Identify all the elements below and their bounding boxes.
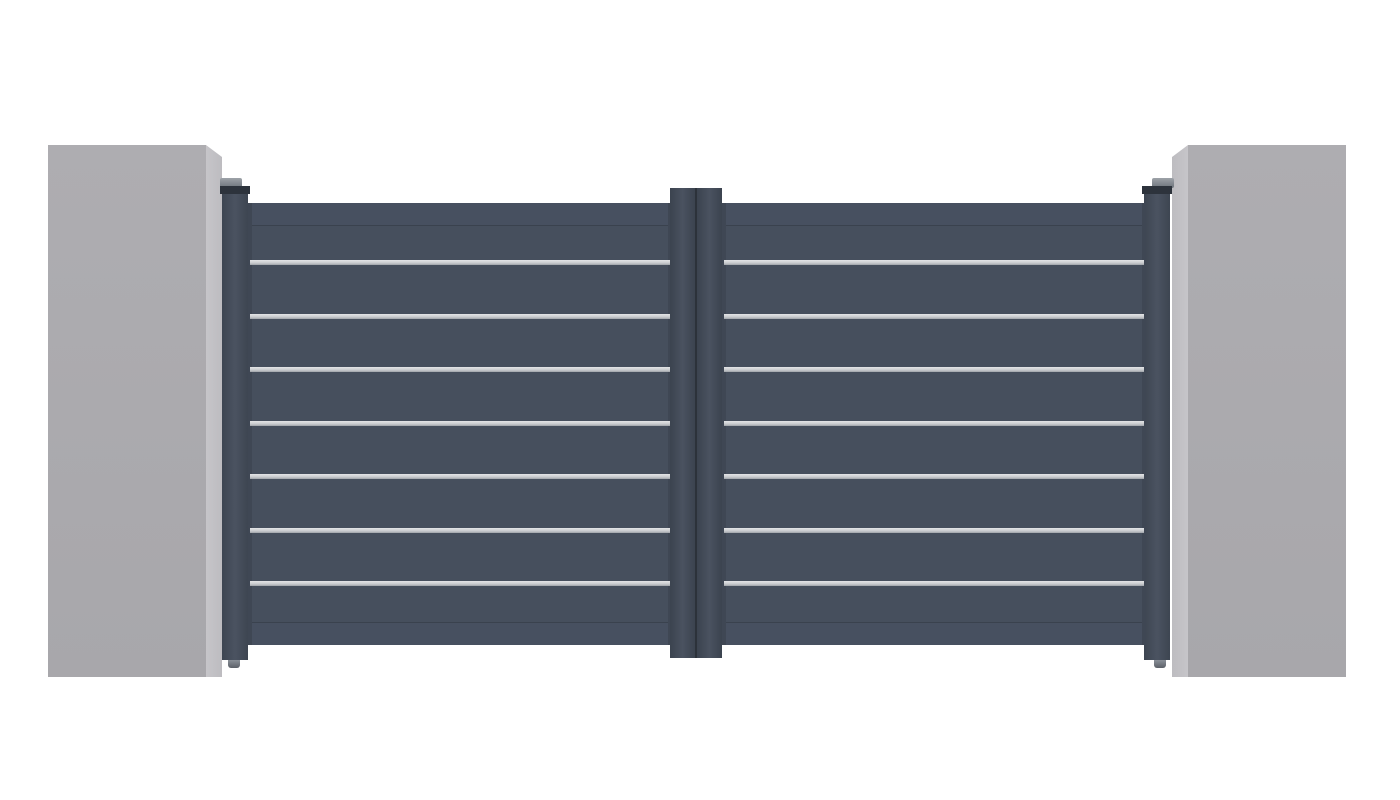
right-leaf-center-stile [697, 188, 722, 658]
right-leaf-slat-strip [724, 581, 1144, 586]
right-hinge-cap [1142, 186, 1172, 194]
right-leaf-slat-strip [724, 528, 1144, 533]
foot-icon [228, 660, 240, 668]
left-leaf-bottom-rail [248, 622, 672, 645]
left-leaf-slat-strip [250, 260, 670, 265]
left-leaf-slat-strip [250, 421, 670, 426]
hinge-icon [220, 178, 242, 188]
foot-icon [1154, 660, 1166, 668]
left-gate-leaf [248, 203, 672, 645]
left-leaf-top-rail [248, 203, 672, 226]
left-pillar [48, 145, 222, 677]
left-hinge-post [222, 190, 248, 660]
left-leaf-slat-strip [250, 367, 670, 372]
right-gate-leaf [722, 203, 1146, 645]
right-leaf-slat-strip [724, 367, 1144, 372]
left-pillar-side [206, 145, 222, 677]
right-leaf-slat-strip [724, 260, 1144, 265]
right-leaf-top-rail [722, 203, 1146, 226]
left-pillar-front [48, 145, 206, 677]
right-leaf-stile-outer [1142, 203, 1146, 645]
left-leaf-slat-strip [250, 581, 670, 586]
right-pillar-side [1172, 145, 1188, 677]
left-leaf-slat-strip [250, 528, 670, 533]
hinge-icon [1152, 178, 1174, 188]
left-hinge-cap [220, 186, 250, 194]
right-pillar-front [1188, 145, 1346, 677]
right-pillar [1172, 145, 1346, 677]
right-leaf-slat-strip [724, 474, 1144, 479]
right-leaf-bottom-rail [722, 622, 1146, 645]
left-leaf-slat-strip [250, 314, 670, 319]
left-leaf-center-stile [670, 188, 695, 658]
right-hinge-post [1144, 190, 1170, 660]
center-post [670, 188, 722, 658]
right-leaf-slat-strip [724, 314, 1144, 319]
left-leaf-slat-strip [250, 474, 670, 479]
right-leaf-slat-strip [724, 421, 1144, 426]
center-seam [695, 188, 697, 658]
